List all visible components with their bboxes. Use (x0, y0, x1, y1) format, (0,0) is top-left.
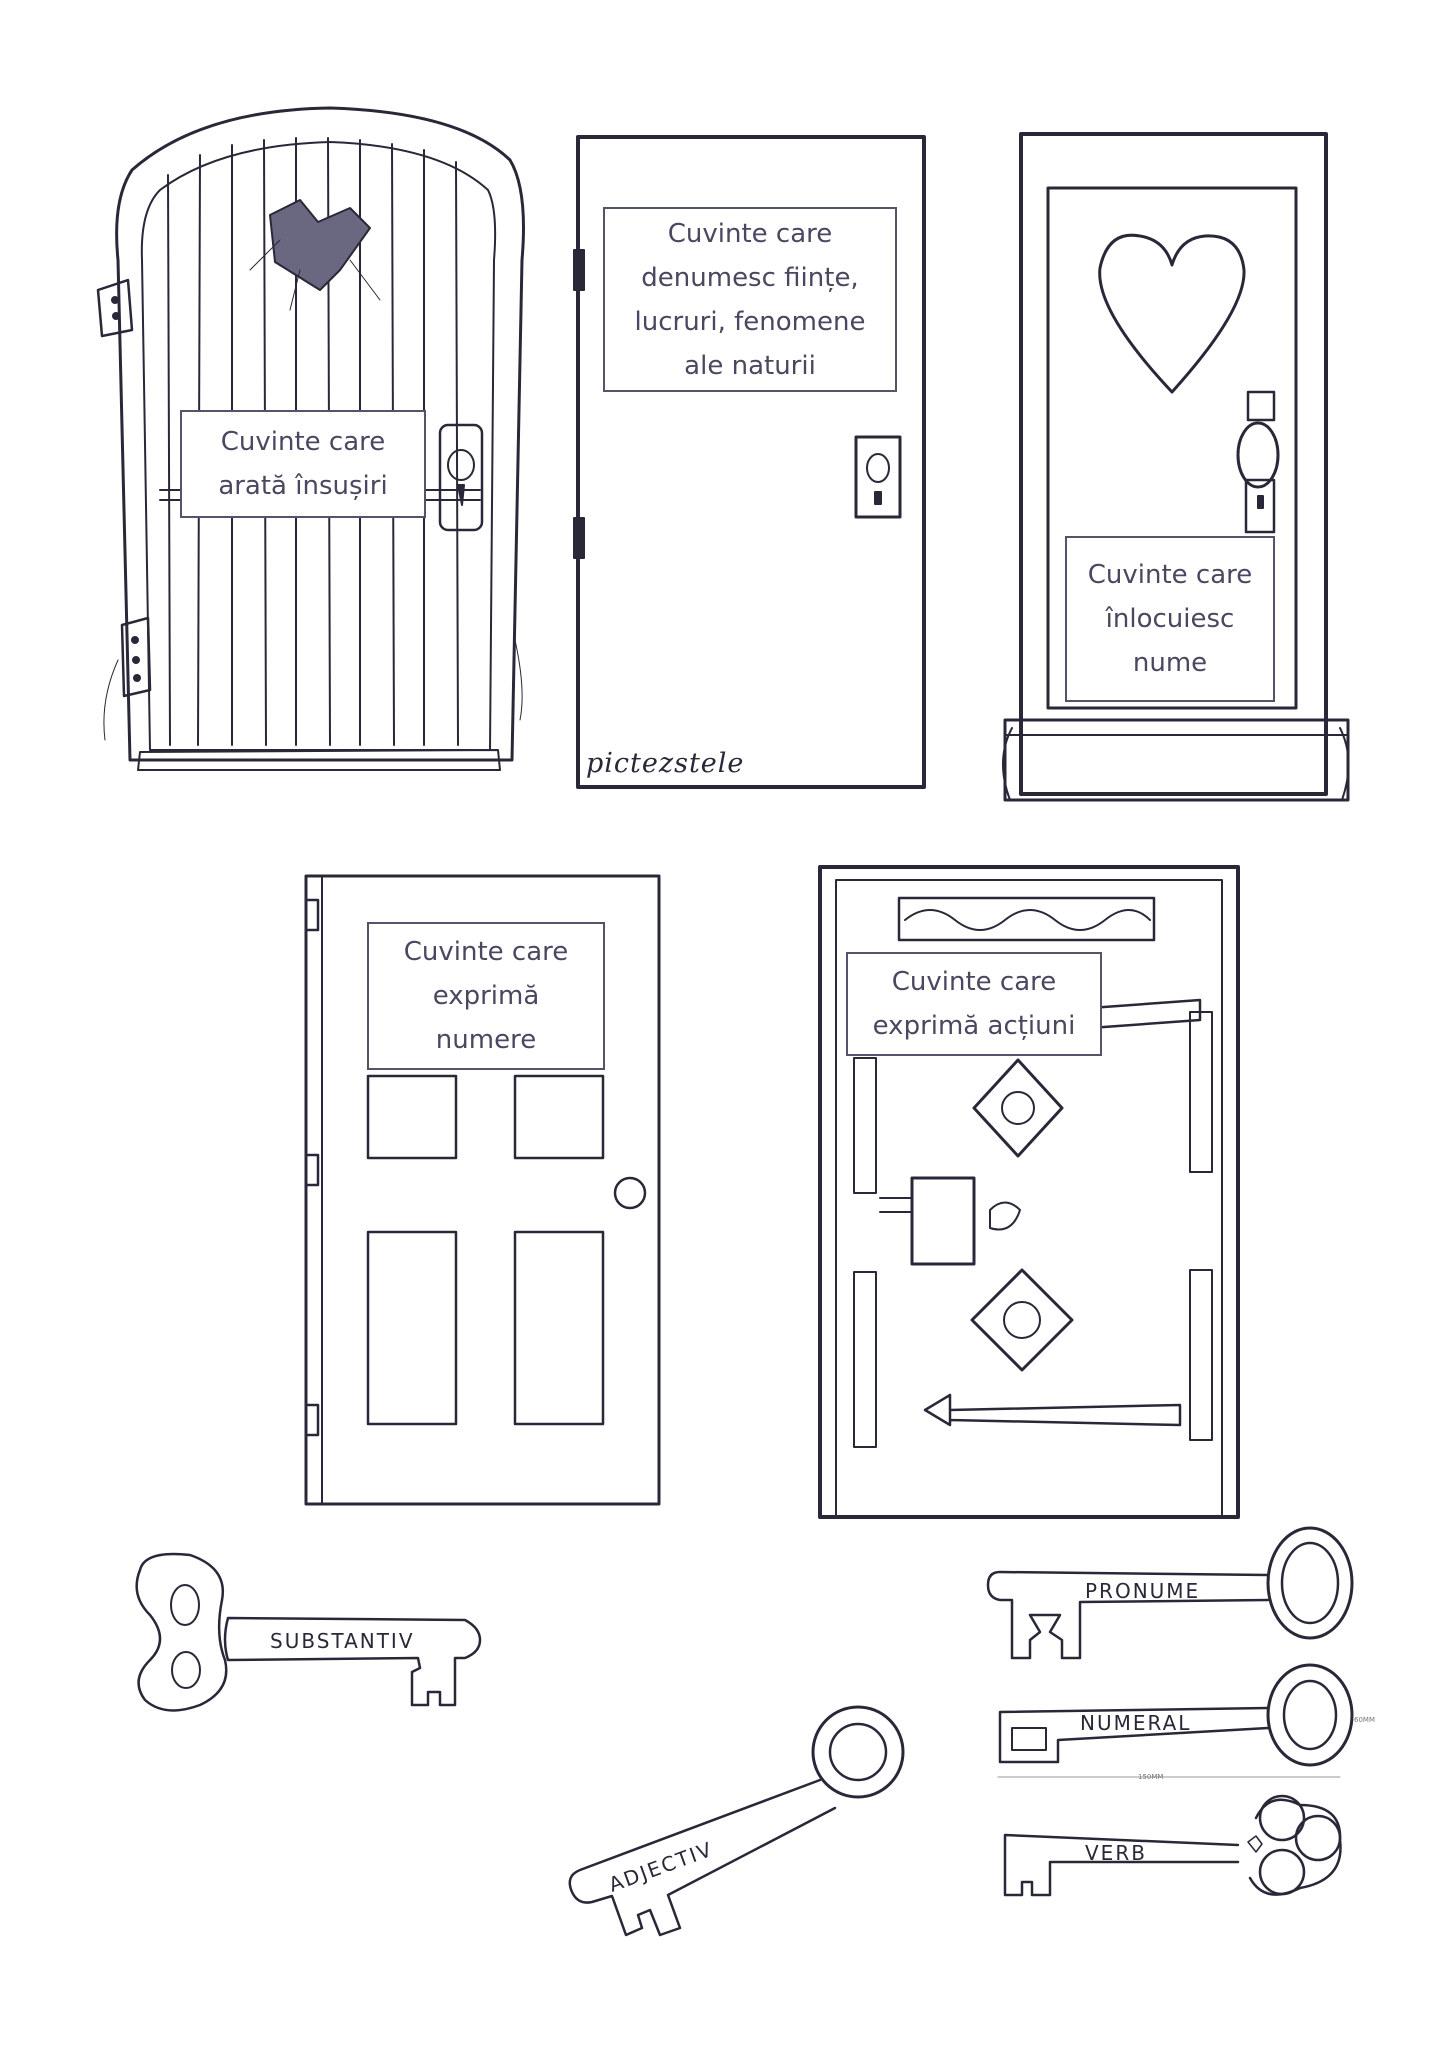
key-substantiv-label: SUBSTANTIV (270, 1629, 415, 1653)
measure-height-label: 60MM (1354, 1716, 1375, 1724)
heart-door (1001, 132, 1350, 802)
key-substantiv: SUBSTANTIV (135, 1552, 482, 1712)
key-pronume-label: PRONUME (1085, 1579, 1200, 1603)
label-line: Cuvinte care (891, 967, 1057, 997)
key-numeral: NUMERAL (998, 1663, 1354, 1767)
label-line: denumesc ființe, (641, 262, 859, 293)
door-label-fiinte: Cuvinte care denumesc ființe, lucruri, f… (603, 207, 897, 392)
label-line: Cuvinte care (667, 218, 833, 249)
panelled-door (304, 874, 661, 1506)
key-pronume: PRONUME (986, 1526, 1354, 1660)
key-adjectiv: ADJECTIV (568, 1705, 905, 1937)
key-verb-label: VERB (1085, 1841, 1147, 1865)
door-label-insusiri: Cuvinte care arată însușiri (180, 410, 426, 518)
door-label-numere: Cuvinte care exprimă numere (367, 922, 605, 1070)
label-line: înlocuiesc (1105, 604, 1235, 634)
key-verb: VERB (1003, 1794, 1342, 1897)
label-line: Cuvinte care (1087, 560, 1253, 590)
label-line: exprimă acțiuni (872, 1011, 1076, 1041)
label-line: numere (435, 1025, 537, 1055)
label-line: exprimă (432, 981, 540, 1011)
door-label-actiuni: Cuvinte care exprimă acțiuni (846, 952, 1102, 1056)
door-label-inlocuiesc: Cuvinte care înlocuiesc nume (1065, 536, 1275, 702)
plain-door (573, 135, 926, 789)
measure-width-label: 150MM (1138, 1773, 1163, 1781)
key-adjectiv-label: ADJECTIV (606, 1837, 717, 1897)
label-line: Cuvinte care (220, 427, 386, 457)
label-line: lucruri, fenomene (634, 306, 866, 337)
label-line: ale naturii (684, 350, 816, 381)
label-line: Cuvinte care (403, 937, 569, 967)
key-numeral-label: NUMERAL (1080, 1711, 1191, 1735)
signature: pictezstele (586, 748, 745, 779)
label-line: arată însușiri (218, 471, 388, 501)
ornate-door (818, 865, 1240, 1519)
label-line: nume (1132, 648, 1208, 678)
